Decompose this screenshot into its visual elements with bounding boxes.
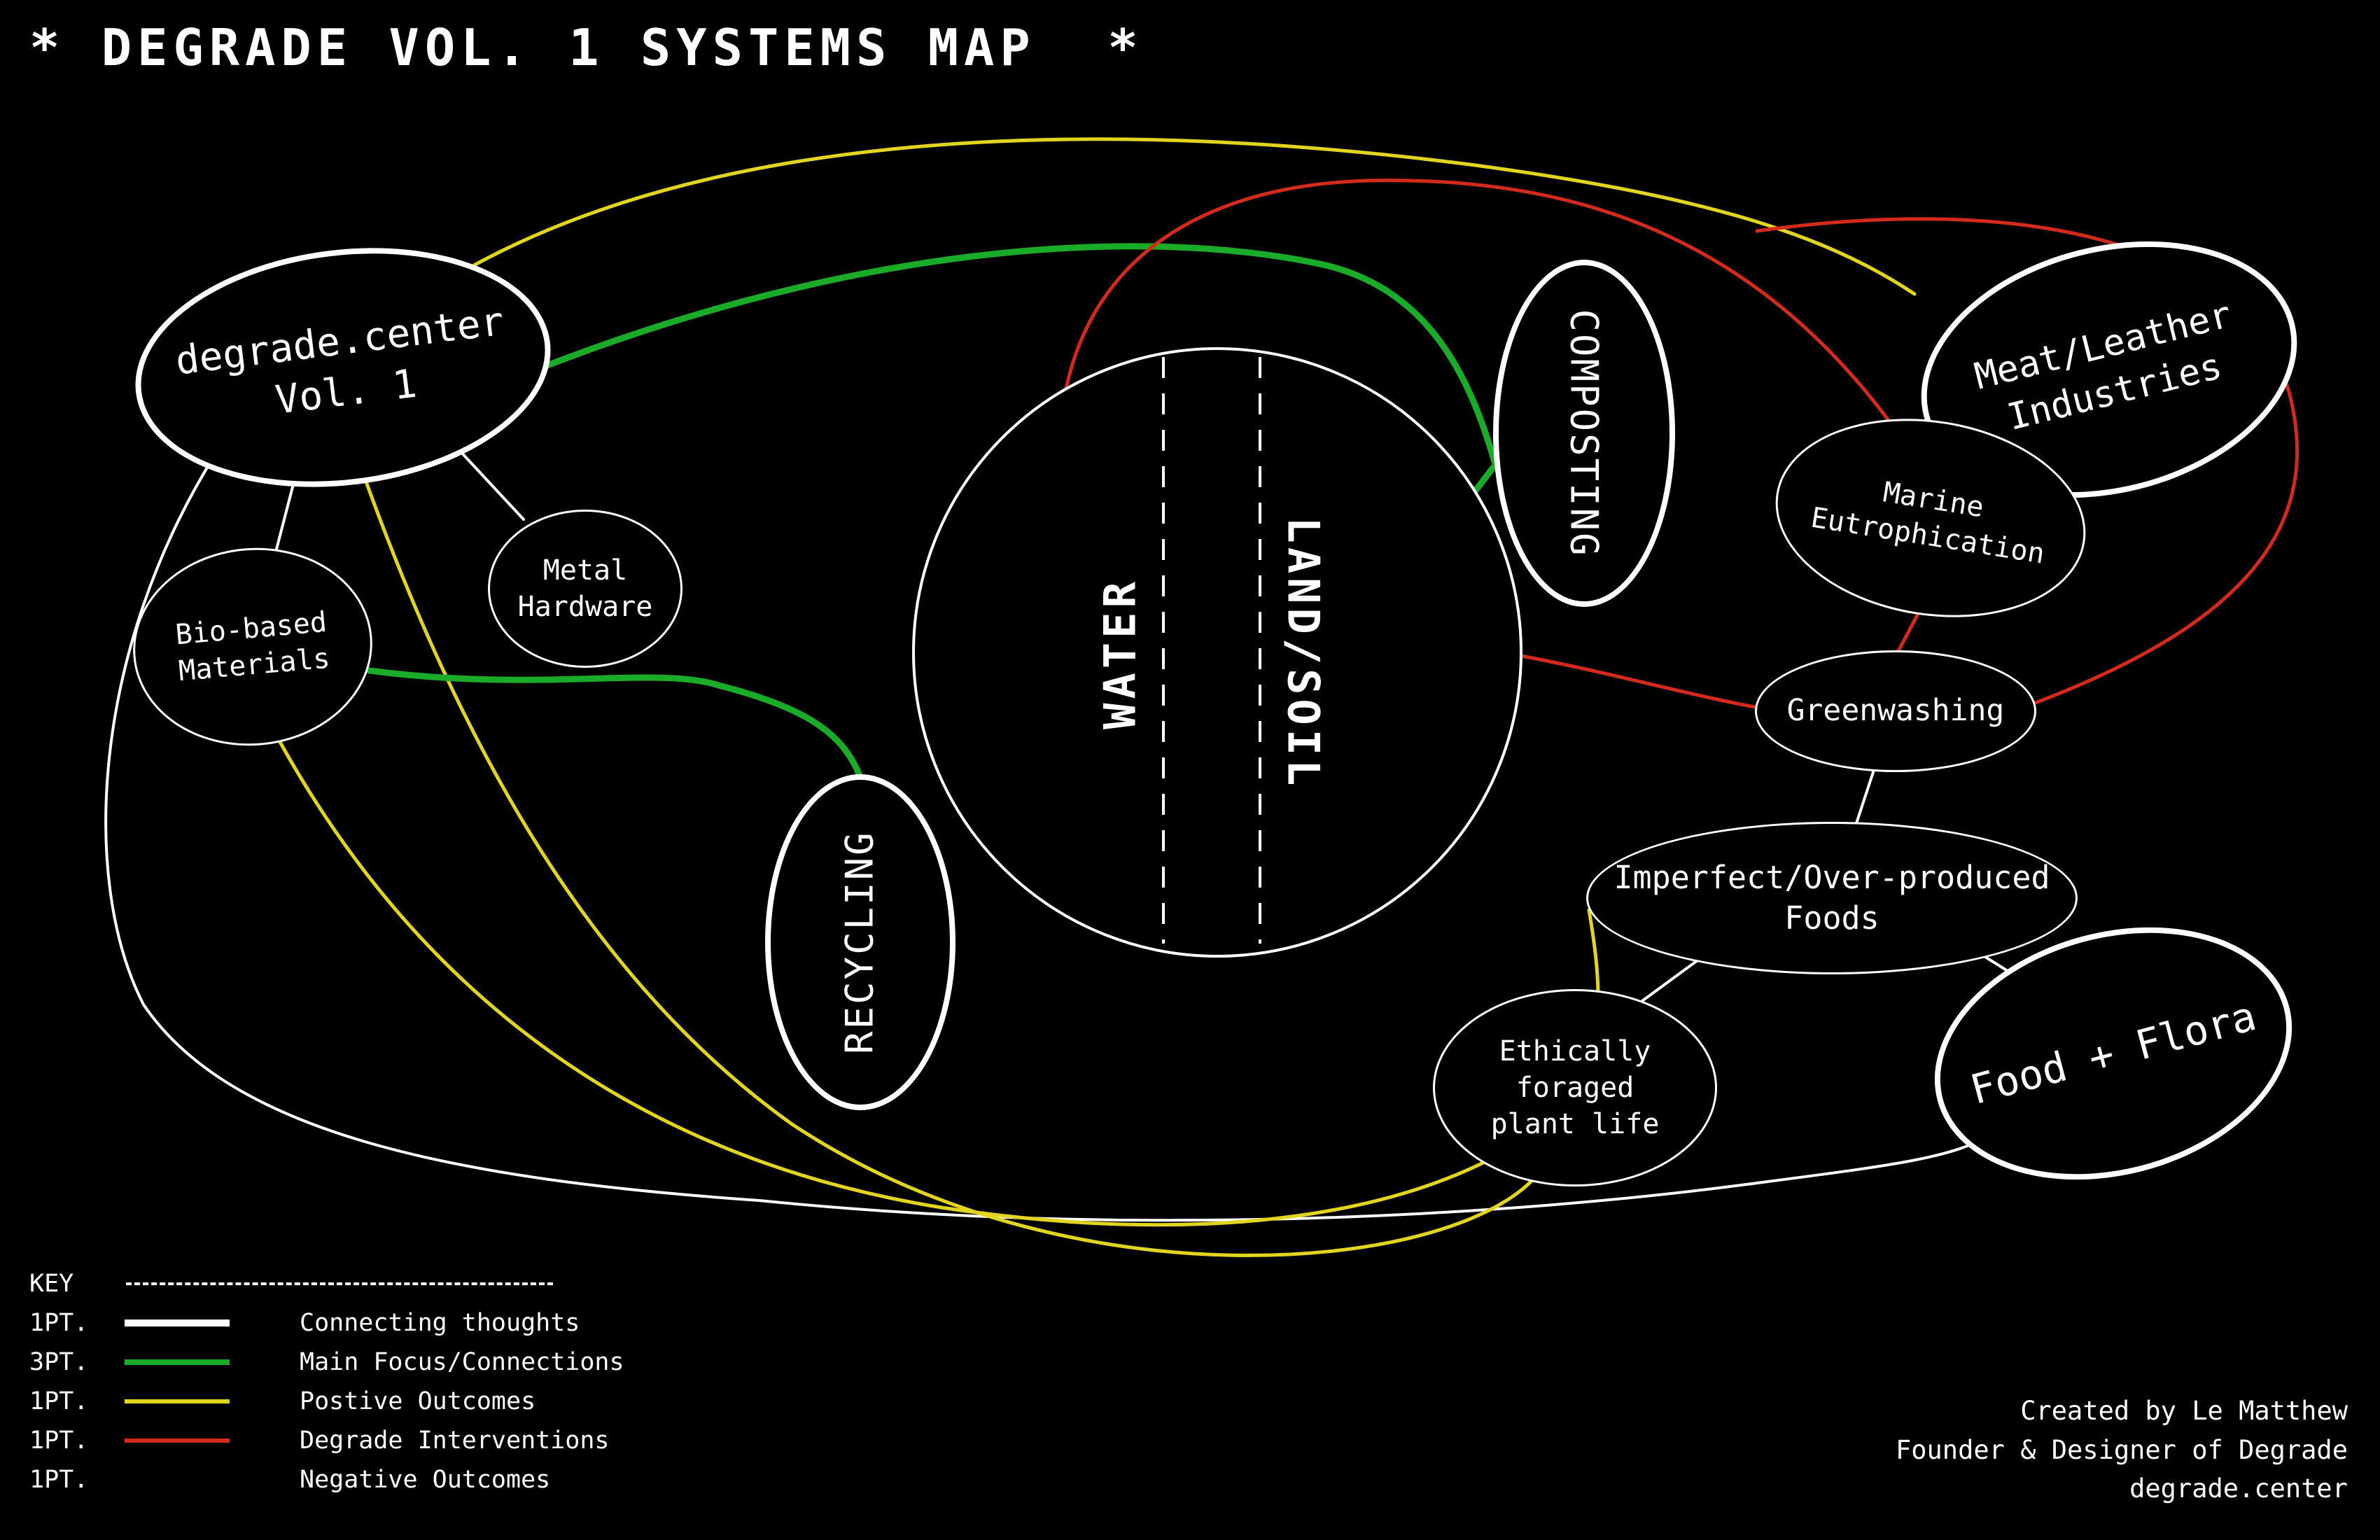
edge-greenwashing-to-imperfect <box>1855 766 1876 825</box>
node-imperfect-overproduced-foods-label: Imperfect/Over-produced Foods <box>1614 858 2050 937</box>
node-marine-eutrophication-label: Marine Eutrophication <box>1808 476 2047 570</box>
edge-green-circle-to-composting <box>1469 464 1497 498</box>
edge-green-degrade-to-composting <box>486 243 1498 465</box>
node-composting-label: COMPOSTING <box>1562 309 1607 558</box>
legend-row-label: Postive Outcomes <box>300 1387 536 1415</box>
water-label: WATER <box>1094 578 1146 729</box>
edge-red-marine-to-greenwashing <box>1896 609 1921 653</box>
edge-green-bio-metal-recycling <box>366 667 863 779</box>
footer-line-2: Founder & Designer of Degrade <box>1895 1434 2348 1465</box>
legend-row: 1PT. Postive Outcomes <box>29 1382 624 1421</box>
edge-imperfect-to-ethically <box>1633 959 1699 1008</box>
legend-row-pt: 1PT. <box>29 1427 89 1455</box>
legend-key-rule <box>126 1282 553 1285</box>
node-ethically-foraged-plant-life-label: Ethically foraged plant life <box>1490 1035 1660 1140</box>
legend-row-pt: 1PT. <box>29 1309 89 1337</box>
legend-row: 1PT. Connecting thoughts <box>29 1303 624 1343</box>
legend-swatch-red <box>125 1438 230 1443</box>
edge-degrade-to-metal <box>457 448 525 521</box>
node-imperfect-overproduced-foods: Imperfect/Over-produced Foods <box>1586 822 2078 974</box>
legend-swatch-green <box>125 1359 230 1365</box>
footer-line-1: Created by Le Matthew <box>2020 1396 2348 1426</box>
legend-row-label: Negative Outcomes <box>300 1466 551 1494</box>
legend-row: 3PT. Main Focus/Connections <box>29 1343 624 1382</box>
node-greenwashing-label: Greenwashing <box>1786 693 2005 729</box>
node-bio-based-materials-label: Bio-based Materials <box>174 606 332 688</box>
legend: KEY 1PT. Connecting thoughts 3PT. Main F… <box>29 1264 624 1499</box>
land-soil-label: LAND/SOIL <box>1278 517 1329 790</box>
legend-row: 1PT. Degrade Interventions <box>29 1421 624 1460</box>
legend-swatch-yellow <box>125 1399 230 1404</box>
page-title: * DEGRADE VOL. 1 SYSTEMS MAP * <box>29 18 1144 77</box>
edge-yellow-degrade-to-meat <box>446 137 1917 296</box>
node-food-flora-label: Food + Flora <box>1965 992 2261 1114</box>
edge-degrade-left-loop-to-food <box>104 450 1993 1222</box>
legend-row-label: Connecting thoughts <box>300 1309 580 1337</box>
legend-row-pt: 1PT. <box>29 1387 89 1415</box>
node-metal-hardware-label: Metal Hardware <box>517 554 653 623</box>
legend-row-label: Main Focus/Connections <box>300 1348 624 1376</box>
node-composting: COMPOSTING <box>1493 260 1675 607</box>
edge-red-circle-to-greenwashing <box>1511 652 1757 709</box>
node-recycling-label: RECYCLING <box>837 830 882 1054</box>
footer-line-3: degrade.center <box>2129 1474 2348 1504</box>
edge-yellow-degrade-to-ethically <box>362 474 1535 1257</box>
node-meat-leather-industries-label: Meat/Leather Industries <box>1970 293 2236 440</box>
legend-row-pt: 1PT. <box>29 1466 89 1494</box>
node-recycling: RECYCLING <box>765 774 955 1110</box>
legend-heading: KEY <box>29 1264 624 1303</box>
node-metal-hardware: Metal Hardware <box>488 510 682 668</box>
node-water-land-soil-circle <box>912 347 1522 958</box>
legend-row-pt: 3PT. <box>29 1348 89 1376</box>
legend-row: 1PT. Negative Outcomes <box>29 1460 624 1499</box>
edge-degrade-to-bio <box>273 480 295 559</box>
node-greenwashing: Greenwashing <box>1755 650 2036 772</box>
legend-key-label: KEY <box>29 1270 74 1298</box>
footer-credit: Created by Le Matthew Founder & Designer… <box>1896 1392 2348 1508</box>
legend-row-label: Degrade Interventions <box>300 1427 610 1455</box>
edge-red-circle-to-marine <box>1063 178 1896 429</box>
legend-swatch-white <box>125 1320 230 1326</box>
node-degrade-center-label: degrade.center Vol. 1 <box>173 298 507 424</box>
node-ethically-foraged-plant-life: Ethically foraged plant life <box>1433 989 1717 1186</box>
